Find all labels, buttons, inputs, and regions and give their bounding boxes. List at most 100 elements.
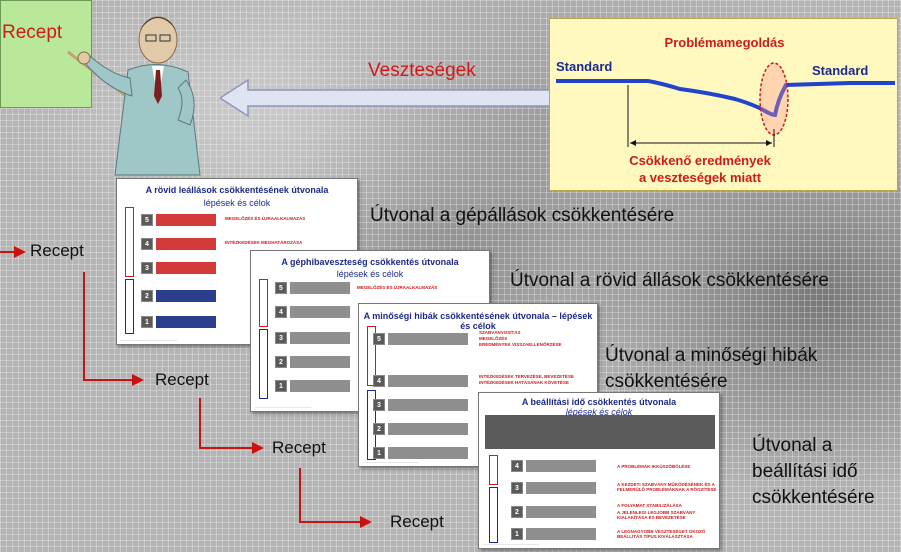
phase-bar xyxy=(125,207,134,277)
slide-subtitle: lépések és célok xyxy=(203,198,271,208)
step-goal: INTÉZKEDÉSEK TERVEZÉSE, BEVEZETÉSE xyxy=(479,374,574,379)
standard-left-label: Standard xyxy=(556,59,613,74)
step-row: 4 xyxy=(511,459,596,473)
phase-bar xyxy=(125,279,134,334)
step-box xyxy=(290,380,350,392)
phase-bar xyxy=(489,487,498,543)
step-number: 5 xyxy=(141,214,153,226)
route-quality-line1: Útvonal a minőségi hibák xyxy=(605,345,818,366)
step-number: 3 xyxy=(275,332,287,344)
step-box xyxy=(156,238,216,250)
step-goal: A PROBLÉMÁK IKKÜSZÖBÖLÉSE xyxy=(617,464,691,469)
phase-bar xyxy=(259,279,268,327)
board-label: Recept xyxy=(2,22,63,43)
slide-title: A beállítási idő csökkentés útvonala xyxy=(521,397,677,407)
step-box xyxy=(526,506,596,518)
problem-solving-title: Problémamegoldás xyxy=(664,35,785,50)
step-number: 2 xyxy=(511,506,523,518)
step-row: 5 xyxy=(141,213,216,227)
step-number: 1 xyxy=(141,316,153,328)
step-row: 2 xyxy=(275,355,350,369)
step-box xyxy=(388,423,468,435)
step-box xyxy=(388,447,468,459)
step-number: 2 xyxy=(275,356,287,368)
declining-results-line2: a veszteségek miatt xyxy=(638,170,762,185)
step-goal: MEGELŐZÉS xyxy=(479,336,508,341)
step-goal: A FOLYAMAT STABILIZÁLÁSA xyxy=(617,503,682,508)
hidden-header-band xyxy=(485,415,715,449)
step-box xyxy=(526,482,596,494)
step-goal: EREDMÉNYEK VISSZAELLENŐRZÉSE xyxy=(479,342,562,347)
step-number: 3 xyxy=(373,399,385,411)
step-row: 3 xyxy=(373,398,468,412)
recept-label-3: Recept xyxy=(272,438,326,457)
step-row: 4 xyxy=(275,305,350,319)
step-box xyxy=(290,306,350,318)
losses-arrow xyxy=(220,78,559,118)
step-box xyxy=(388,375,468,387)
recept-label-4: Recept xyxy=(390,512,444,531)
step-number: 4 xyxy=(511,460,523,472)
slide-footer: ........................................… xyxy=(255,405,312,409)
step-box xyxy=(290,282,350,294)
step-row: 4 xyxy=(141,237,216,251)
phase-bar xyxy=(489,455,498,485)
route-quality-line2: csökkentésére xyxy=(605,371,728,392)
step-box xyxy=(526,528,596,540)
step-box xyxy=(290,356,350,368)
slide-subtitle: lépések és célok xyxy=(565,407,633,417)
step-row: 3 xyxy=(275,331,350,345)
slide-setup-time: A beállítási idő csökkentés útvonala lép… xyxy=(478,392,720,549)
slide-subtitle: lépések és célok xyxy=(336,269,404,279)
step-box xyxy=(156,290,216,302)
step-box xyxy=(388,333,468,345)
step-number: 1 xyxy=(511,528,523,540)
step-row: 1 xyxy=(141,315,216,329)
step-number: 4 xyxy=(275,306,287,318)
step-goal: INTÉZKEDÉSEK MEGHATÁROZÁSA xyxy=(225,240,303,245)
step-row: 3 xyxy=(511,481,596,495)
step-row: 3 xyxy=(141,261,216,275)
step-row: 5 xyxy=(275,281,350,295)
step-number: 5 xyxy=(373,333,385,345)
step-number: 2 xyxy=(373,423,385,435)
losses-label: Veszteségek xyxy=(368,60,476,81)
step-box xyxy=(526,460,596,472)
recept-label-1: Recept xyxy=(30,241,84,260)
route-setup-line2: beállítási idő xyxy=(752,461,858,482)
declining-results-line1: Csökkenő eredmények xyxy=(629,153,771,168)
step-box xyxy=(156,214,216,226)
step-number: 4 xyxy=(373,375,385,387)
slide-footer: ........................................… xyxy=(363,460,420,464)
step-number: 2 xyxy=(141,290,153,302)
slide-footer: ........................................… xyxy=(121,338,178,342)
step-goal: INTÉZKEDÉSEK HATÁSÁNAK KÖVETÉSE xyxy=(479,380,569,385)
step-box xyxy=(290,332,350,344)
phase-bar xyxy=(259,329,268,399)
problem-solving-box: Problémamegoldás Standard Standard Csökk… xyxy=(549,18,898,191)
route-setup-line3: csökkentésére xyxy=(752,487,875,508)
route-setup-line1: Útvonal a xyxy=(752,435,833,456)
standard-right-label: Standard xyxy=(812,63,869,78)
step-row: 5 xyxy=(373,332,468,346)
slide-footer: ........................................… xyxy=(483,542,540,546)
step-number: 5 xyxy=(275,282,287,294)
step-goal: MEGELŐZÉS ÉS ÚJRAALKALMAZÁS xyxy=(225,216,306,221)
slide-title: A minőségi hibák csökkentésének útvonala… xyxy=(363,311,593,331)
step-row: 1 xyxy=(275,379,350,393)
step-goal: A LEGNAGYOBB VESZTESÉGET OKOZÓ BEÁLLÍTÁS… xyxy=(617,529,706,539)
step-row: 2 xyxy=(373,422,468,436)
step-number: 1 xyxy=(275,380,287,392)
slide-title: A géphibaveszteség csökkentés útvonala xyxy=(281,257,459,267)
step-goal: A JELENLEGI LEGJOBB SZABVÁNY KIALAKÍTÁSA… xyxy=(617,510,696,520)
step-goal: SZABVÁNYOSÍTÁS xyxy=(479,330,521,335)
step-goal: A KEZDETI SZABVÁNY MŰKÖDÉSÉNEK ÉS A FELM… xyxy=(617,482,717,492)
step-box xyxy=(388,399,468,411)
recept-label-2: Recept xyxy=(155,370,209,389)
step-row: 2 xyxy=(141,289,216,303)
step-row: 4 xyxy=(373,374,468,388)
step-number: 3 xyxy=(141,262,153,274)
recipe-board xyxy=(0,0,92,108)
step-box xyxy=(156,262,216,274)
